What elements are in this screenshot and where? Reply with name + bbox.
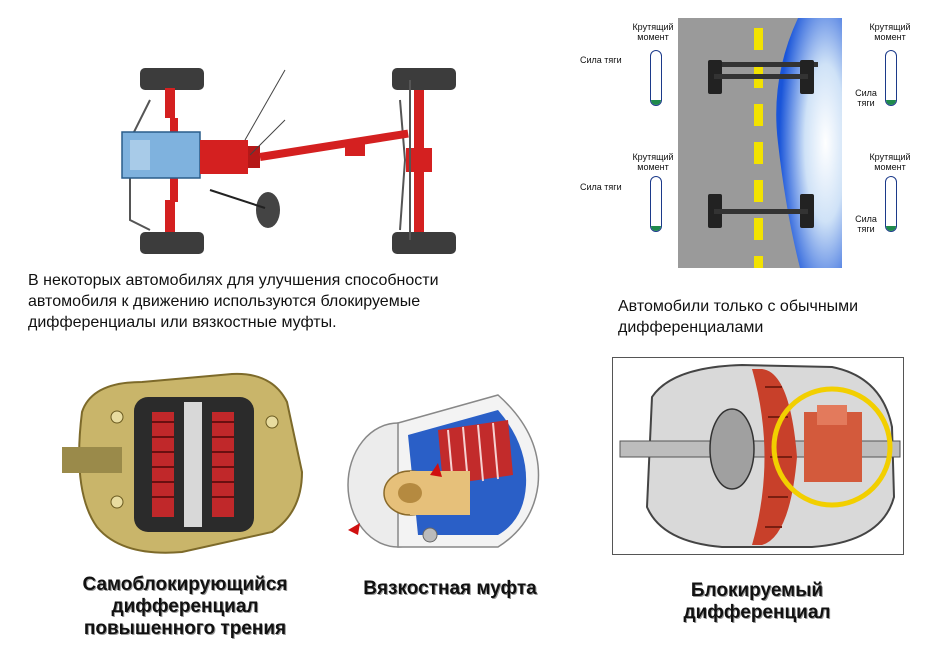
top-left-caption-line3: дифференциалы или вязкостные муфты.: [28, 314, 337, 331]
top-left-caption: В некоторых автомобилях для улучшения сп…: [28, 270, 538, 333]
gauge-front-left: [650, 50, 662, 106]
chassis-diagram: [121, 68, 456, 254]
torque-label-rear-right: Крутящий момент: [869, 152, 911, 172]
self-locking-caption-line3: повышенного трения: [83, 618, 287, 639]
self-locking-differential-image: [62, 352, 312, 574]
top-left-caption-line1: В некоторых автомобилях для улучшения сп…: [28, 272, 439, 289]
viscous-coupling-image: [347, 394, 540, 548]
torque-label-front-left: Крутящий момент: [632, 22, 674, 42]
traction-label-rear-right: Сила тяги: [855, 214, 877, 234]
torque-label-front-right: Крутящий момент: [869, 22, 911, 42]
gauge-rear-left: [650, 176, 662, 232]
gauge-front-right: [885, 50, 897, 106]
top-right-caption-line2: дифференциалами: [618, 319, 764, 336]
self-locking-caption-line1: Самоблокирующийся: [82, 574, 288, 595]
self-locking-caption-line2: дифференциал: [111, 596, 259, 617]
locking-caption-line1: Блокируемый: [690, 580, 824, 601]
viscous-caption: Вязкостная муфта: [363, 578, 537, 599]
top-right-caption-line1: Автомобили только с обычными: [618, 298, 859, 315]
torque-label-rear-left: Крутящий момент: [632, 152, 674, 172]
traction-label-front-right: Сила тяги: [855, 88, 877, 108]
traction-label-front-left: Сила тяги: [580, 55, 622, 65]
self-locking-caption: Самоблокирующийся дифференциал повышенно…: [40, 574, 330, 640]
locking-caption-line2: дифференциал: [683, 602, 831, 623]
top-left-caption-line2: автомобиля к движению используются блоки…: [28, 293, 421, 310]
locking-differential-image: [612, 357, 904, 555]
top-right-caption: Автомобили только с обычными дифференциа…: [618, 296, 928, 338]
gauge-rear-right: [885, 176, 897, 232]
locking-caption: Блокируемый дифференциал: [622, 580, 892, 624]
road-diagram: [678, 18, 842, 268]
traction-label-rear-left: Сила тяги: [580, 182, 622, 192]
